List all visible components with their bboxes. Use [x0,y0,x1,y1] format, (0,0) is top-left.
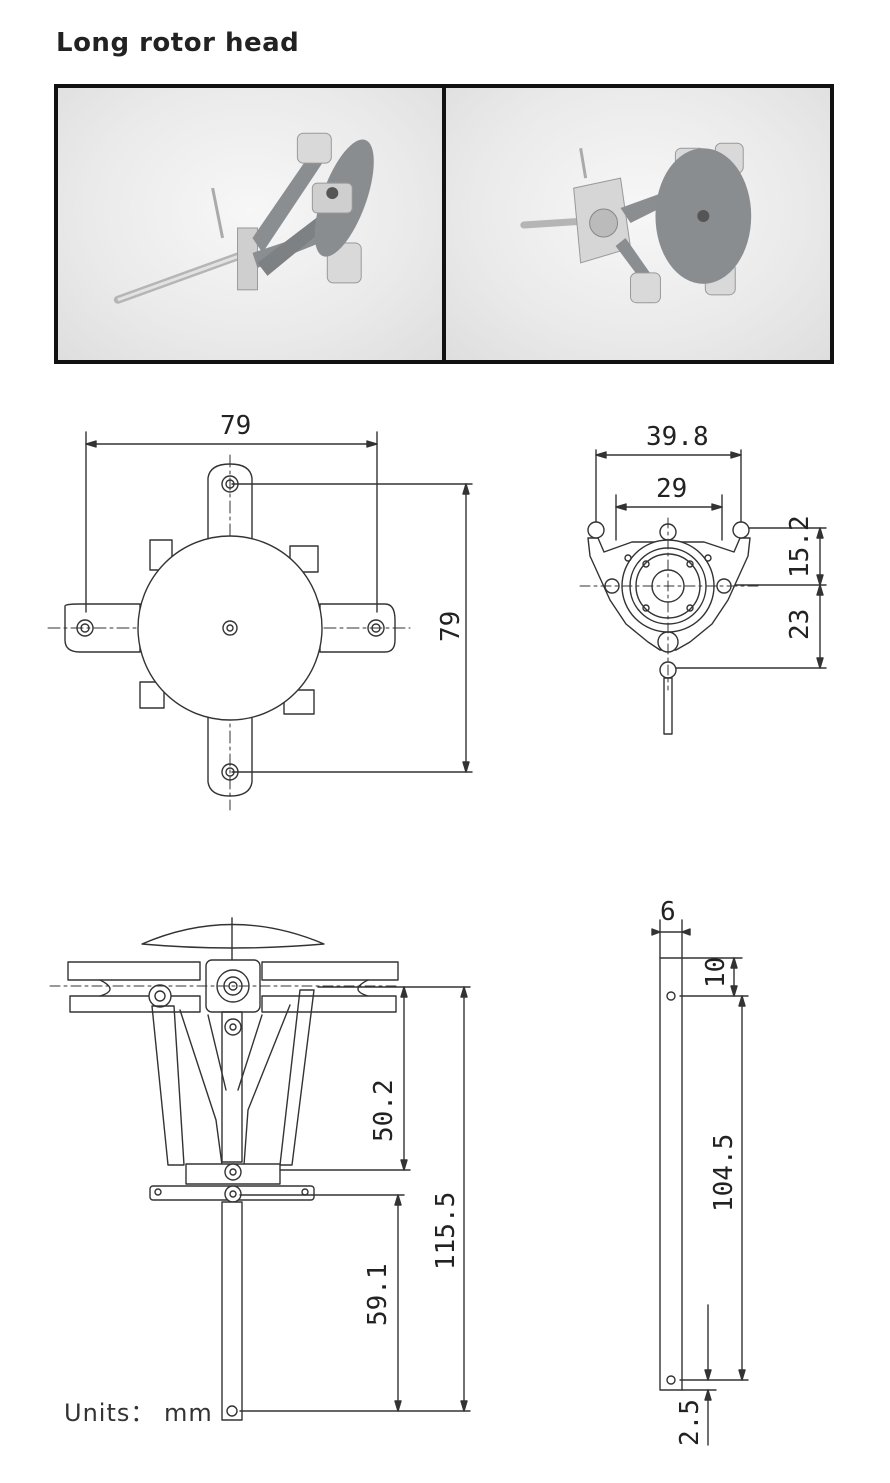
dim-swash-inner: 29 [656,474,687,504]
photo-strip [54,84,834,364]
dim-swash-lower: 23 [785,609,815,640]
dim-top-width: 79 [220,411,251,441]
rotor-head-front-photo [520,142,752,304]
dim-swash-outer: 39.8 [646,422,709,452]
shaft-drawing: 6 10 104.5 2.5 [651,897,749,1446]
dim-shaft-bottom: 2.5 [675,1399,705,1446]
dim-side-total: 115.5 [431,1192,461,1270]
dim-shaft-top: 10 [701,957,731,988]
side-view-drawing: 50.2 59.1 115.5 [49,917,471,1421]
units-label: Units： mm [64,1399,213,1427]
page-title: Long rotor head [56,28,300,58]
dim-top-height: 79 [436,611,466,642]
top-view-drawing: 79 79 [47,411,473,811]
dim-side-lower: 59.1 [363,1263,393,1326]
dim-shaft-width: 6 [660,897,676,927]
rotor-head-side-photo [113,132,374,304]
dim-swash-upper: 15.2 [785,515,815,578]
dim-side-upper: 50.2 [369,1079,399,1142]
photo-front-view [446,88,830,360]
swashplate-drawing: 39.8 29 15.2 23 [579,422,827,735]
dim-shaft-mid: 104.5 [709,1134,739,1212]
photo-side-view [58,88,442,360]
